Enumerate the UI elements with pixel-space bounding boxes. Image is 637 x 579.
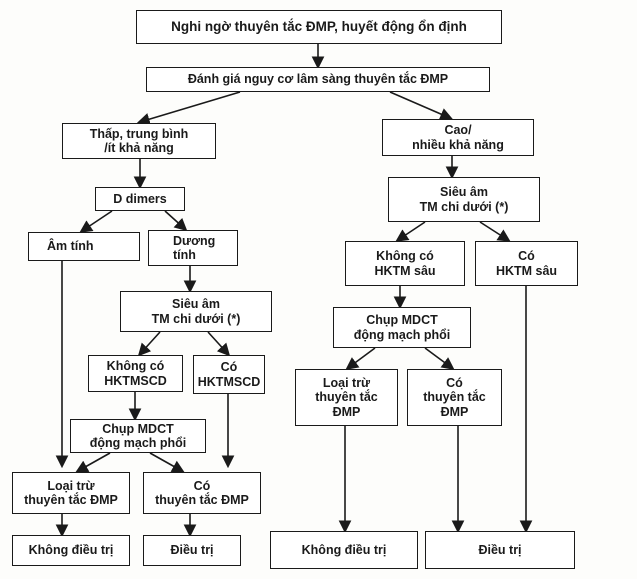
node-assess: Đánh giá nguy cơ lâm sàng thuyên tắc ĐMP <box>146 67 490 92</box>
node-has-dvt-right: Có HKTM sâu <box>475 241 578 286</box>
node-low-risk: Thấp, trung bình /ít khả năng <box>62 123 216 159</box>
arrow-assess-low <box>136 91 241 126</box>
node-ct-right: Chụp MDCT động mạch phổi <box>333 307 471 348</box>
node-high-risk: Cao/ nhiều khả năng <box>382 119 534 156</box>
node-confirm-left: Có thuyên tắc ĐMP <box>143 472 261 514</box>
node-exclude-left: Loại trừ thuyên tắc ĐMP <box>12 472 130 514</box>
arrow-ct-confirm-right <box>424 347 455 370</box>
node-treatment-right: Điều trị <box>425 531 575 569</box>
node-treatment-left: Điều trị <box>143 535 241 566</box>
arrow-us-nodvt-right <box>395 221 426 242</box>
arrow-us-hasdvt-right <box>479 221 511 242</box>
arrow-ct-exclude-left <box>75 452 111 473</box>
node-ultrasound-left: Siêu âm TM chi dưới (*) <box>120 291 272 332</box>
node-ct-left: Chụp MDCT động mạch phổi <box>70 419 206 453</box>
arrow-ct-confirm-left <box>149 452 185 473</box>
node-no-dvt-right: Không có HKTM sâu <box>345 241 465 286</box>
node-start: Nghi ngờ thuyên tắc ĐMP, huyết động ổn đ… <box>136 10 502 44</box>
arrow-ct-exclude-right <box>345 347 376 370</box>
node-exclude-right: Loại trừ thuyên tắc ĐMP <box>295 369 398 426</box>
arrow-ddimers-positive <box>164 210 188 232</box>
arrow-us-nodvt-left <box>137 331 161 357</box>
node-no-treatment-right: Không điều trị <box>270 531 418 569</box>
node-no-dvt-left: Không có HKTMSCD <box>88 355 183 392</box>
arrow-ddimers-negative <box>79 210 113 233</box>
arrow-assess-high <box>389 91 453 121</box>
node-has-dvt-left: Có HKTMSCD <box>193 355 265 394</box>
node-ultrasound-right: Siêu âm TM chi dưới (*) <box>388 177 540 222</box>
node-ddimers: D dimers <box>95 187 185 211</box>
node-no-treatment-left: Không điều trị <box>12 535 130 566</box>
node-positive: Dương tính <box>148 230 238 266</box>
arrow-us-hasdvt-left <box>207 331 231 357</box>
node-negative: Âm tính <box>28 232 140 261</box>
node-confirm-right: Có thuyên tắc ĐMP <box>407 369 502 426</box>
